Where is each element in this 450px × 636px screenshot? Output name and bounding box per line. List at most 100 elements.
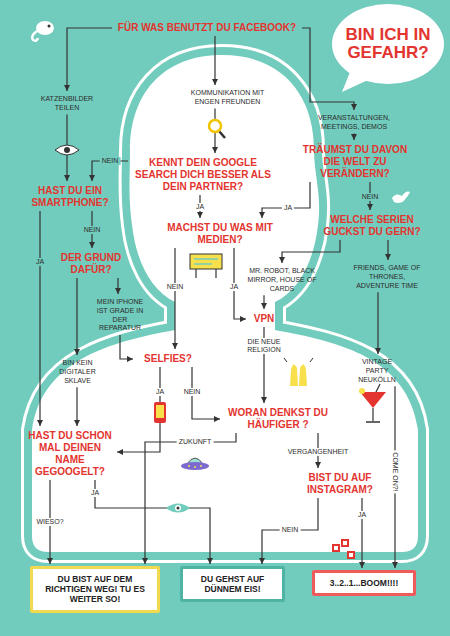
chameleon-tail	[32, 31, 38, 41]
ufo-icon	[181, 458, 209, 470]
question-text: MACHST DU WAS MIT MEDIEN?	[160, 220, 280, 248]
flow-arrow	[214, 36, 215, 85]
billboard-stripe	[194, 263, 212, 265]
ufo-saucer	[181, 462, 209, 470]
edge-label: NEIN	[82, 226, 103, 234]
answer-text: FRIENDS, GAME OF THRONES, ADVENTURE TIME	[346, 262, 428, 292]
magnifier-icon	[209, 120, 225, 138]
node-text: WORAN DENKST DU HÄUFIGER ?	[224, 407, 332, 431]
chameleon-body	[36, 21, 54, 35]
eye-icon	[55, 145, 79, 155]
node-text: VPN	[250, 313, 278, 325]
flow-arrow	[120, 335, 133, 359]
ufo-light	[194, 466, 196, 468]
node-text: HAST DU SCHON MAL DEINEN NAME GEGOOGELT?	[27, 430, 113, 478]
photo-square	[347, 551, 355, 559]
edge-label: JA	[356, 511, 368, 519]
eye-shape	[55, 145, 79, 155]
node-text: SELFIES?	[137, 353, 199, 365]
eye-iris	[175, 505, 181, 511]
question-text: VPN	[248, 311, 280, 327]
node-text: DER GRUND DAFÜR?	[57, 252, 125, 276]
node-text: WELCHE SERIEN GUCKST DU GERN?	[318, 214, 426, 238]
node-text: MEIN IPHONE IST GRADE IN DER REPARATUR	[94, 298, 146, 333]
question-text: HAST DU SCHON MAL DEINEN NAME GEGOOGELT?	[25, 428, 115, 480]
flow-arrow	[39, 211, 40, 426]
edge-label: DIE NEUE RELIGION	[241, 338, 287, 354]
flow-arrow	[353, 134, 354, 141]
node-text: DU BIST AUF DEM RICHTIGEN WEG! TU ES WEI…	[39, 574, 151, 605]
flow-arrow	[117, 278, 118, 294]
question-text: WORAN DENKST DU HÄUFIGER ?	[222, 405, 334, 433]
flow-arrow	[174, 248, 175, 349]
billboard-stripe	[194, 258, 218, 260]
edge-label: NEIN	[100, 157, 121, 165]
node-text: BIN KEIN DIGITALER SKLAVE	[52, 359, 103, 385]
flow-arrow	[263, 295, 264, 309]
photo-square-inner	[343, 541, 347, 545]
silhouette-ring	[32, 55, 418, 552]
photo-square-inner	[349, 553, 353, 557]
flow-arrow	[76, 387, 77, 426]
edge-label: JA	[194, 203, 206, 211]
answer-text: BIN KEIN DIGITALER SKLAVE	[50, 357, 105, 387]
poster-title: BIN ICH IN GEFAHR?	[338, 26, 438, 62]
question-text: KENNT DEIN GOOGLE SEARCH DICH BESSER ALS…	[128, 155, 278, 195]
flow-arrow	[262, 498, 318, 564]
cocktail-stem	[372, 408, 373, 421]
edge-label: JA	[154, 388, 166, 396]
question-text: DER GRUND DAFÜR?	[55, 250, 127, 278]
billboard-icon	[190, 254, 222, 278]
praying-hands-icon	[284, 358, 313, 386]
node-text: 3..2..1...BOOM!!!!	[321, 578, 407, 588]
question-text: SELFIES?	[135, 351, 201, 367]
flow-arrow	[377, 292, 378, 354]
edge-label: NEIN	[360, 193, 381, 201]
answer-text: MEIN IPHONE IST GRADE IN DER REPARATUR	[92, 296, 148, 335]
edge-label: NEIN	[280, 526, 301, 534]
node-text: KATZENBILDER TEILEN	[30, 95, 104, 113]
twitter-bird-icon	[392, 192, 410, 203]
edge-label: NEIN	[165, 283, 186, 291]
phone-screen	[156, 405, 164, 418]
question-text: TRÄUMST DU DAVON DIE WELT ZU VERÄNDERN?	[295, 142, 415, 182]
cocktail-icon	[359, 384, 386, 422]
flow-arrow	[262, 182, 310, 218]
answer-text: VINTAGE PARTY NEUKÖLLN	[352, 356, 402, 386]
ufo-light	[188, 465, 190, 467]
node-text: MR. ROBOT, BLACK MIRROR, HOUSE OF CARDS	[246, 267, 318, 293]
answer-text: KOMMUNIKATION MIT ENGEN FREUNDEN	[180, 87, 275, 109]
node-text: FRIENDS, GAME OF THRONES, ADVENTURE TIME	[348, 264, 426, 290]
magnifier-lens	[209, 120, 221, 132]
cocktail-glass	[360, 392, 386, 408]
flow-arrow	[76, 278, 77, 355]
cocktail-lemon	[359, 388, 365, 394]
question-text: WELCHE SERIEN GUCKST DU GERN?	[316, 212, 428, 240]
question-text: BIST DU AUF INSTAGRAM?	[292, 470, 388, 498]
answer-text: MR. ROBOT, BLACK MIRROR, HOUSE OF CARDS	[244, 265, 320, 295]
node-text: DU GEHST AUF DÜNNEM EIS!	[189, 574, 276, 594]
edge-label: JA	[89, 489, 101, 497]
flow-arrow	[387, 240, 388, 260]
flow-arrow	[95, 480, 210, 564]
edge-label: NEIN	[182, 388, 203, 396]
billboard-panel	[190, 254, 222, 269]
hand-spark	[310, 358, 313, 362]
hand-right	[299, 364, 307, 386]
silhouette-gap	[32, 55, 418, 552]
node-text: KENNT DEIN GOOGLE SEARCH DICH BESSER ALS…	[130, 157, 276, 193]
photo-square-inner	[334, 546, 338, 550]
photo-square	[332, 544, 340, 552]
node-text: BIST DU AUF INSTAGRAM?	[294, 472, 386, 496]
eye-icon	[166, 504, 190, 513]
edge-label: JA	[282, 204, 294, 212]
edge-label: COME ON?!	[391, 450, 399, 493]
result-box: DU BIST AUF DEM RICHTIGEN WEG! TU ES WEI…	[30, 566, 160, 613]
node-text: VINTAGE PARTY NEUKÖLLN	[354, 358, 400, 384]
node-text: MACHST DU WAS MIT MEDIEN?	[162, 222, 278, 246]
answer-text: VERANSTALTUNGEN, MEETINGS, DEMOS	[298, 112, 410, 134]
node-text: FÜR WAS BENUTZT DU FACEBOOK?	[114, 22, 300, 34]
flow-arrow	[117, 367, 160, 452]
node-text: TRÄUMST DU DAVON DIE WELT ZU VERÄNDERN?	[297, 144, 413, 180]
